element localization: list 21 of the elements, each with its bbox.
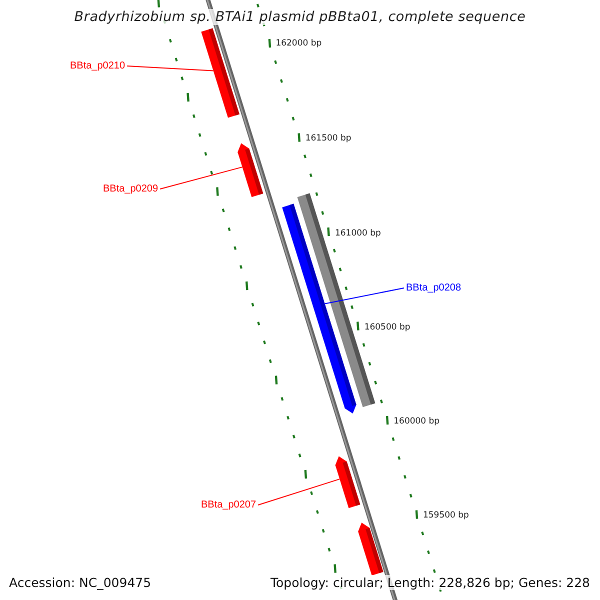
position-label: 161000 bp [334,230,381,239]
position-label: 159500 bp [422,512,469,521]
info-text: Topology: circular; Length: 228,826 bp; Genes: 228 [270,575,590,590]
position-label: 160000 bp [394,418,440,427]
gene-label: BBta_p0208 [406,282,462,294]
info-text: Accession: NC_009475 [9,575,152,590]
leader-line [126,66,214,72]
gene-feature [358,522,384,576]
position-label: 162000 bp [276,40,322,49]
gene-label: BBta_p0207 [201,500,256,510]
leader-line [324,288,404,304]
title: Bradyrhizobium sp. BTAi1 plasmid pBBta01, complete sequence [72,9,528,25]
gene-label: BBta_p0210 [70,60,126,72]
position-label: 160500 bp [364,324,410,333]
gene-feature [201,28,240,118]
position-label: 161500 bp [305,134,352,144]
leader-line [160,166,243,190]
gene-feature [238,143,264,198]
gene-feature [335,456,360,508]
gene-label: BBta_p0209 [103,184,158,194]
leader-line [258,478,340,506]
